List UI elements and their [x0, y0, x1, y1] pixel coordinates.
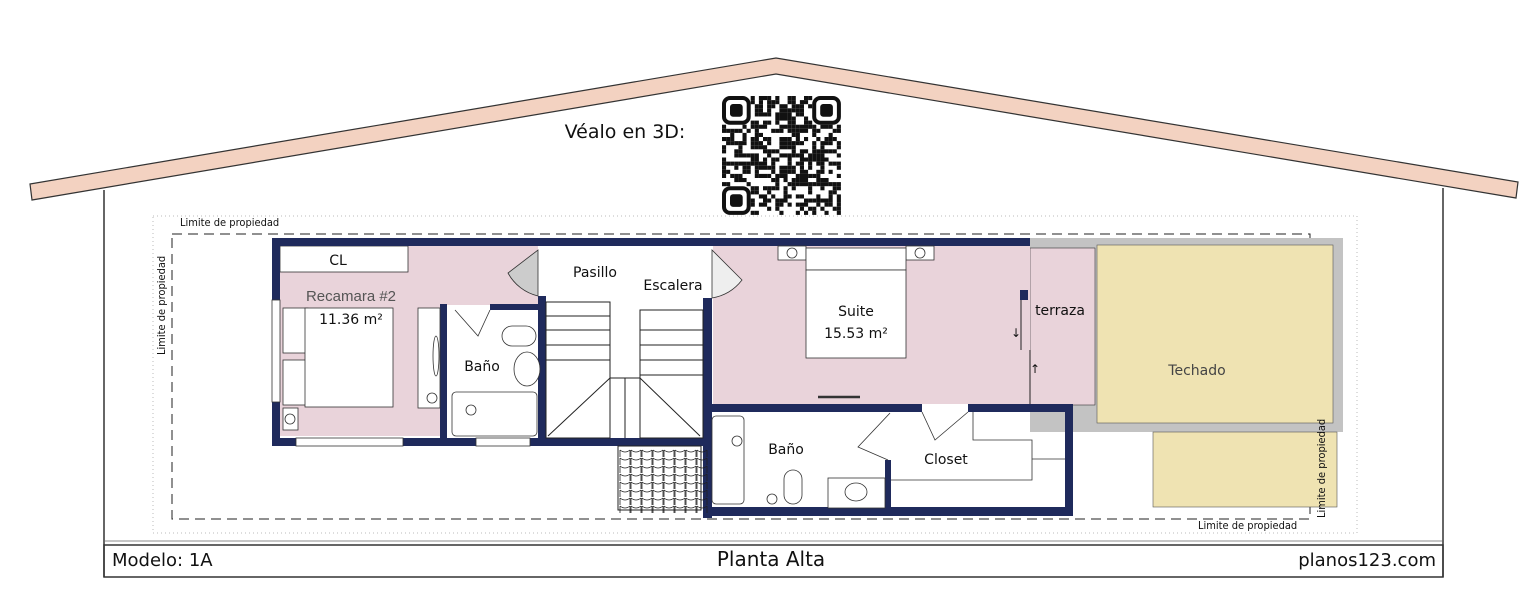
property-label-right: Limite de propiedad: [1315, 419, 1328, 518]
model-label: Modelo: 1A: [112, 550, 213, 571]
label-bath-left: Baño: [464, 359, 500, 375]
label-hallway: Pasillo: [573, 265, 617, 281]
roof: [29, 57, 1519, 201]
plan-title: Planta Alta: [717, 547, 825, 571]
title-block: [103, 544, 1444, 578]
door-bath-left[interactable]: [454, 309, 491, 337]
bed-suite: [777, 245, 935, 399]
label-terrace: terraza: [1035, 303, 1085, 319]
bath-left-fixtures: [451, 325, 541, 437]
qr-code[interactable]: [722, 96, 841, 215]
label-techado: Techado: [1167, 363, 1225, 379]
closet-shelves: [891, 412, 1065, 481]
label-closet-right: Closet: [924, 452, 968, 468]
sliding-door-terrace[interactable]: [1020, 300, 1031, 404]
bath-right-fixtures: [711, 415, 886, 509]
techado-area: [1096, 244, 1334, 424]
site-label[interactable]: planos123.com: [1298, 550, 1436, 571]
door-bath-right[interactable]: [857, 412, 891, 461]
label-bedroom2-area: 11.36 m²: [319, 312, 383, 328]
door-bedroom2[interactable]: [507, 249, 539, 297]
svg-text:↑: ↑: [1030, 362, 1040, 376]
property-label-top: Limite de propiedad: [180, 216, 279, 229]
svg-text:↓: ↓: [1011, 326, 1021, 340]
techado-lower: [1152, 431, 1338, 508]
label-bedroom2: Recamara #2: [306, 288, 396, 305]
terrace-area: [1029, 247, 1096, 406]
label-suite: Suite: [838, 304, 874, 320]
property-label-bottom: Limite de propiedad: [1198, 519, 1297, 532]
label-stairs: Escalera: [643, 278, 702, 294]
door-closet[interactable]: [921, 411, 969, 441]
staircase[interactable]: [545, 301, 704, 439]
qr-prompt: Véalo en 3D:: [565, 121, 686, 143]
label-bath-right: Baño: [768, 442, 804, 458]
property-label-left: Limite de propiedad: [155, 256, 168, 355]
door-suite[interactable]: [711, 249, 743, 299]
bed-bedroom2: [282, 307, 441, 431]
label-closet-cl: CL: [329, 253, 347, 269]
paving: [617, 445, 708, 513]
label-suite-area: 15.53 m²: [824, 326, 888, 342]
